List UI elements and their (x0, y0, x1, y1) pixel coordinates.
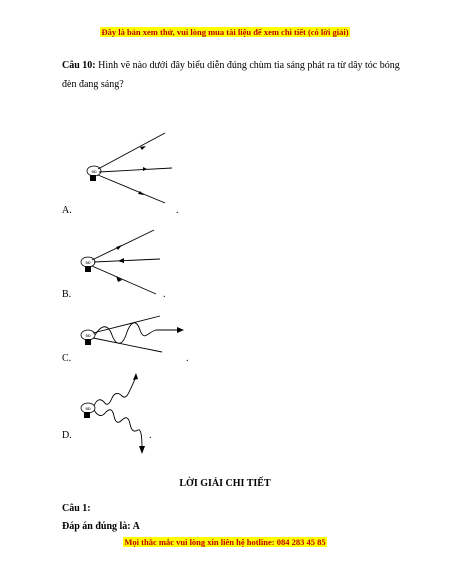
bulb-label: BĐ (85, 407, 90, 411)
question-block: Câu 10: Hình vẽ nào dưới đây biểu diễn đ… (62, 56, 402, 94)
option-b-label[interactable]: B. (62, 289, 72, 300)
option-b-dot: . (163, 289, 166, 300)
solution-question-label: Câu 1: (62, 503, 91, 514)
option-a-dot: . (176, 205, 179, 216)
question-label: Câu 10: (62, 60, 96, 71)
option-d-label[interactable]: D. (62, 430, 72, 441)
option-c-label[interactable]: C. (62, 353, 72, 364)
bulb-label: BĐ (91, 170, 96, 174)
solution-answer: Đáp án đúng là: A (62, 521, 140, 532)
figure-option-b: BĐ (80, 229, 161, 295)
header-banner: Đây là bản xem thử, vui lòng mua tài liệ… (100, 27, 350, 37)
footer-banner: Mọi thắc mắc vui lòng xin liên hệ hotlin… (123, 537, 327, 547)
option-d-dot: . (149, 430, 152, 441)
figure-option-c: BĐ (80, 315, 184, 353)
option-a-label[interactable]: A. (62, 205, 72, 216)
option-c-dot: . (186, 353, 189, 364)
bulb-label: BĐ (85, 334, 90, 338)
figure-option-d: BĐ (80, 373, 145, 454)
bulb-label: BĐ (85, 261, 90, 265)
figure-option-a: BĐ (86, 132, 173, 204)
question-text: Hình vẽ nào dưới đây biểu diễn đúng chùm… (62, 60, 400, 90)
solution-title: LỜI GIẢI CHI TIẾT (179, 478, 271, 489)
